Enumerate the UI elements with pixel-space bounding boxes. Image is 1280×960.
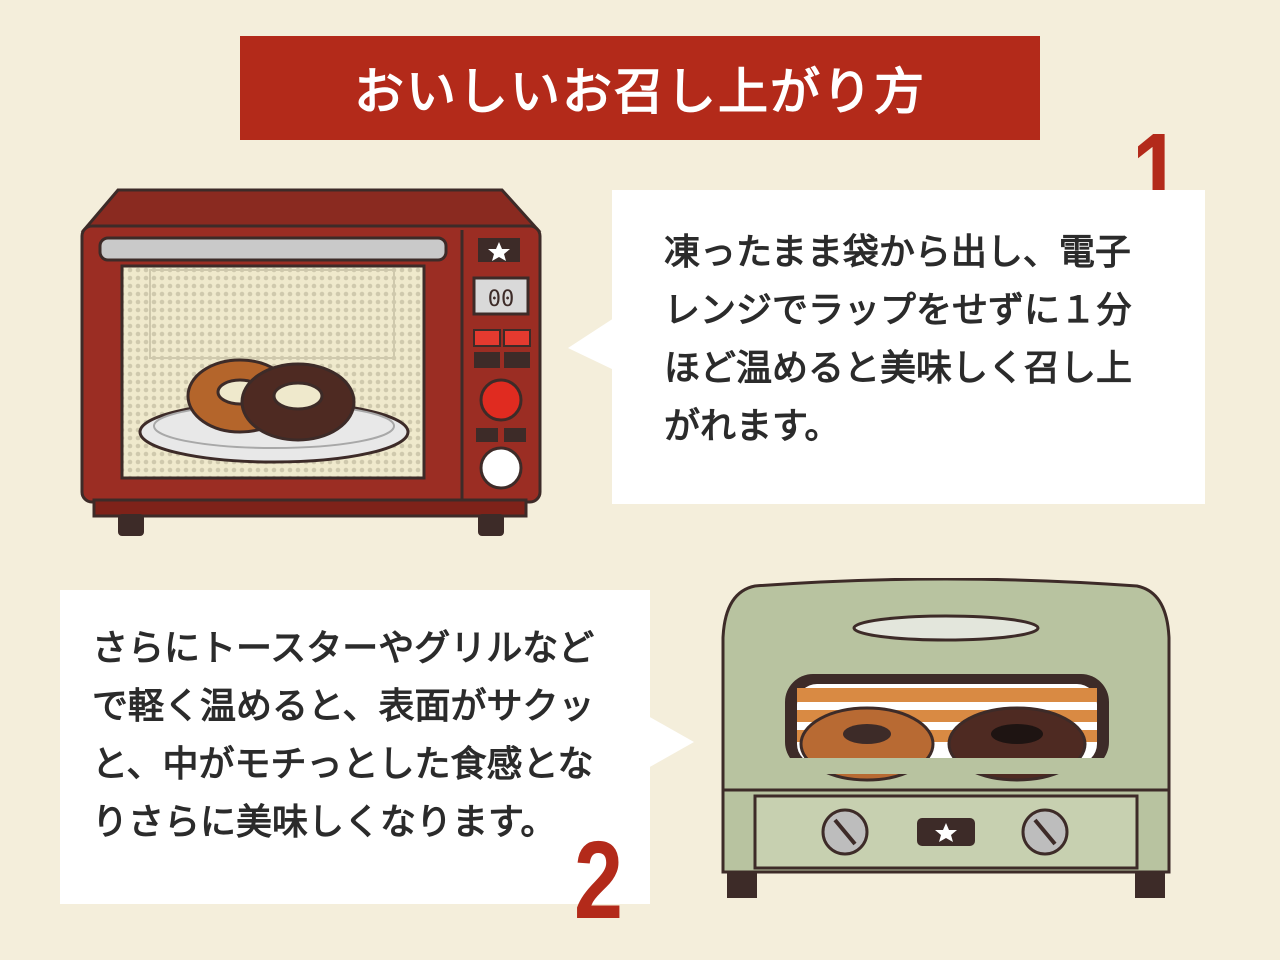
callout-pointer-2	[648, 716, 694, 768]
step-1-text: 凍ったまま袋から出し、電子 レンジでラップをせずに１分 ほど温めると美味しく召し…	[664, 232, 1133, 447]
step-2-card: さらにトースターやグリルなど で軽く温めると、表面がサクッ と、中がモチっとした…	[60, 590, 650, 904]
microwave-display-text: 00	[488, 287, 515, 312]
callout-pointer-1	[568, 318, 614, 370]
step-number-2: 2	[574, 819, 623, 942]
page-title: おいしいお召し上がり方	[354, 63, 926, 121]
microwave-illustration: 00	[80, 188, 542, 536]
toaster-illustration	[721, 578, 1171, 898]
step-2-text: さらにトースターやグリルなど で軽く温めると、表面がサクッ と、中がモチっとした…	[92, 628, 595, 843]
title-banner: おいしいお召し上がり方	[240, 36, 1040, 140]
step-1-card: 凍ったまま袋から出し、電子 レンジでラップをせずに１分 ほど温めると美味しく召し…	[612, 190, 1205, 504]
